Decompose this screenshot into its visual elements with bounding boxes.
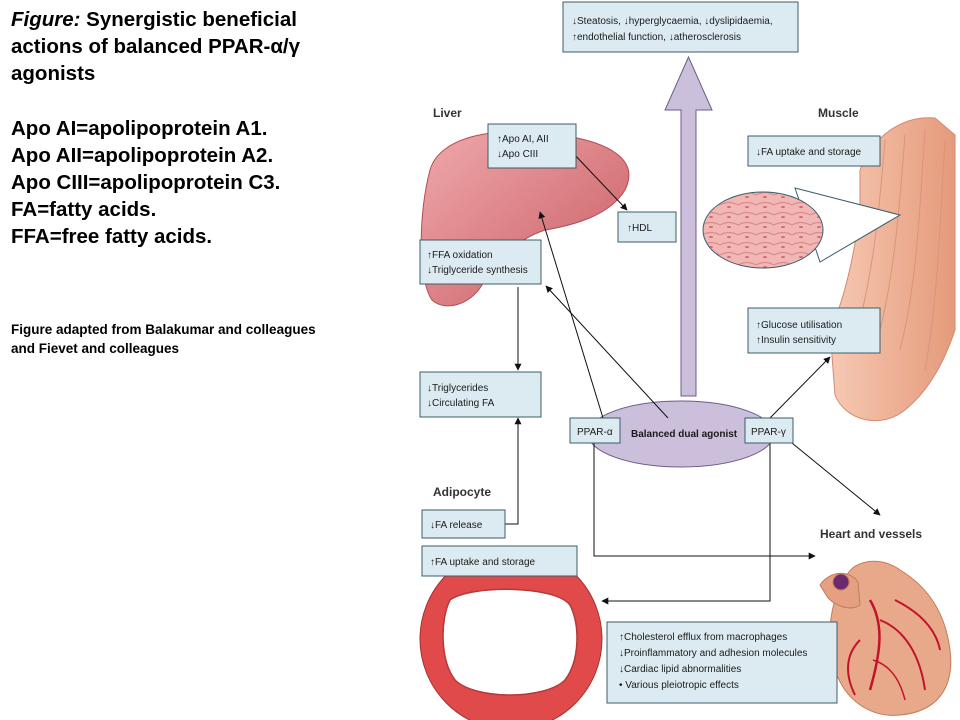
caption-title-text: Synergistic beneficial (80, 8, 297, 31)
fa-uptake-adipo-line: ↑FA uptake and storage (430, 557, 536, 568)
label-heart: Heart and vessels (820, 527, 922, 541)
box-ffa: ↑FFA oxidation ↓Triglyceride synthesis (419, 239, 542, 285)
heart-effect-4: • Various pleiotropic effects (619, 680, 739, 691)
abbrev-ffa: FFA=free fatty acids. (11, 225, 213, 248)
box-ppar-alpha: PPAR-α (569, 417, 621, 444)
fa-uptake-muscle-line: ↓FA uptake and storage (756, 147, 862, 158)
box-apo: ↑Apo AI, AII ↓Apo CIII (487, 123, 577, 169)
source-line-1: Figure adapted from Balakumar and collea… (11, 322, 316, 337)
figure-source-note: Figure adapted from Balakumar and collea… (11, 320, 391, 358)
box-heart-effects: ↑Cholesterol efflux from macrophages ↓Pr… (606, 621, 838, 704)
box-fa-uptake-muscle: ↓FA uptake and storage (747, 135, 881, 167)
box-fa-uptake-adipocyte: ↑FA uptake and storage (421, 545, 578, 577)
heart-effect-2: ↓Proinflammatory and adhesion molecules (619, 648, 807, 659)
heart-illustration (819, 560, 952, 716)
figure-label: Figure: (11, 8, 81, 31)
heart-effect-3: ↓Cardiac lipid abnormalities (619, 664, 741, 675)
ffa-line-1: ↑FFA oxidation (427, 250, 493, 261)
box-triglycerides: ↓Triglycerides ↓Circulating FA (419, 371, 542, 418)
apo-line-1: ↑Apo AI, AII (497, 134, 549, 145)
ffa-line-2: ↓Triglyceride synthesis (427, 265, 528, 276)
top-line-2: ↑endothelial function, ↓atherosclerosis (572, 32, 741, 43)
source-line-2: and Fievet and colleagues (11, 341, 180, 356)
caption-title-line-3: agonists (11, 62, 96, 85)
ppar-gamma-label: PPAR-γ (751, 427, 786, 438)
box-hdl: ↑HDL (617, 211, 677, 243)
label-liver: Liver (433, 106, 462, 120)
apo-line-2: ↓Apo CIII (497, 149, 538, 160)
tg-line-2: ↓Circulating FA (427, 398, 495, 409)
box-glucose: ↑Glucose utilisation ↑Insulin sensitivit… (747, 307, 881, 354)
tg-line-1: ↓Triglycerides (427, 383, 488, 394)
abbrev-apo-a2: Apo AII=apolipoprotein A2. (11, 144, 274, 167)
connector-arrows (505, 151, 881, 605)
abbrev-apo-c3: Apo CIII=apolipoprotein C3. (11, 171, 281, 194)
glucose-line-1: ↑Glucose utilisation (756, 320, 842, 331)
abbrev-apo-a1: Apo AI=apolipoprotein A1. (11, 117, 268, 140)
adipocyte-illustration (419, 547, 603, 720)
label-muscle: Muscle (818, 106, 859, 120)
heart-effect-1: ↑Cholesterol efflux from macrophages (619, 632, 787, 643)
glucose-line-2: ↑Insulin sensitivity (756, 335, 836, 346)
caption-title-line-2: actions of balanced PPAR-α/γ (11, 35, 301, 58)
caption-title-line-1: Figure: Synergistic beneficial (11, 6, 391, 33)
top-line-1: ↓Steatosis, ↓hyperglycaemia, ↓dyslipidae… (572, 16, 773, 27)
box-fa-release: ↓FA release (421, 509, 506, 539)
hdl-line-1: ↑HDL (627, 223, 652, 234)
box-ppar-gamma: PPAR-γ (744, 417, 794, 444)
ppar-alpha-label: PPAR-α (577, 427, 613, 438)
figure-caption: Figure: Synergistic beneficial actions o… (11, 6, 391, 250)
box-top-outcomes: ↓Steatosis, ↓hyperglycaemia, ↓dyslipidae… (562, 1, 799, 53)
muscle-fiber-zoom (702, 187, 902, 269)
dual-agonist-label: Balanced dual agonist (631, 429, 738, 440)
central-up-arrow (664, 55, 713, 397)
label-adipocyte: Adipocyte (433, 485, 491, 499)
fa-release-line: ↓FA release (430, 520, 483, 531)
abbrev-fa: FA=fatty acids. (11, 198, 157, 221)
